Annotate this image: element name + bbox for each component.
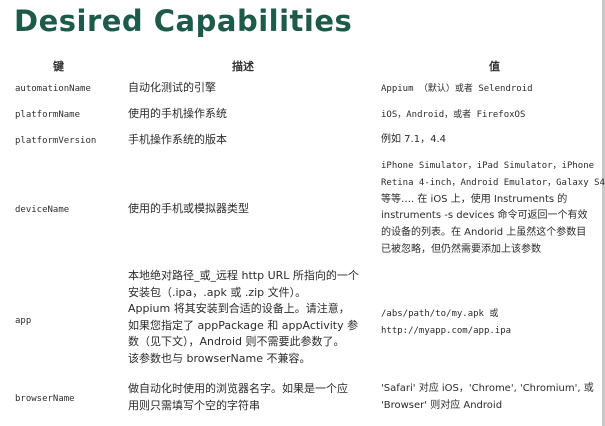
desc-line: Appium 将其安装到合适的设备上。请注意，	[128, 302, 350, 315]
page-title: Desired Capabilities	[14, 4, 353, 38]
desc-line: 手机操作系统的版本	[128, 133, 227, 146]
row-value-platform-version: 例如 7.1，4.4	[381, 132, 605, 149]
value-line: 的设备的列表。在 Andorid 上虽然这个参数目	[381, 227, 587, 239]
row-desc-automation-name: 自动化测试的引擎	[128, 80, 360, 97]
value-line: Appium （默认）或者 Selendroid	[381, 84, 533, 94]
desc-line: 使用的手机或模拟器类型	[128, 202, 249, 215]
value-line: iPhone Simulator，iPad Simulator，iPhone	[381, 161, 595, 171]
desc-line: 如果您指定了 appPackage 和 appActivity 参	[128, 318, 359, 332]
header-description: 描述	[232, 60, 254, 73]
row-key-browser-name: browserName	[15, 394, 75, 404]
row-value-automation-name: Appium （默认）或者 Selendroid	[381, 81, 605, 98]
desc-line: 数（见下文），Android 则不需要此参数了。	[128, 335, 345, 348]
row-value-app: /abs/path/to/my.apk 或 http://myapp.com/a…	[381, 306, 605, 340]
row-key-automation-name: automationName	[15, 84, 91, 94]
value-line: 已被忽略，但仍然需要添加上该参数	[381, 243, 541, 255]
row-desc-app: 本地绝对路径_或_远程 http URL 所指向的一个 安装包（.ipa，.ap…	[128, 268, 360, 367]
desc-line: 本地绝对路径_或_远程 http URL 所指向的一个	[128, 269, 359, 282]
desc-line: 做自动化时使用的浏览器名字。如果是一个应	[128, 382, 348, 395]
desc-line: 安装包（.ipa，.apk 或 .zip 文件）。	[128, 285, 307, 299]
value-line: 'Safari' 对应 iOS，'Chrome', 'Chromium', 或	[381, 383, 594, 394]
row-value-browser-name: 'Safari' 对应 iOS，'Chrome', 'Chromium', 或 …	[381, 381, 605, 415]
row-key-platform-version: platformVersion	[15, 136, 97, 146]
value-line: iOS，Android，或者 FirefoxOS	[381, 110, 526, 120]
row-desc-platform-version: 手机操作系统的版本	[128, 132, 360, 149]
row-key-app: app	[15, 316, 32, 326]
row-desc-browser-name: 做自动化时使用的浏览器名字。如果是一个应 用则只需填写个空的字符串	[128, 381, 360, 414]
row-desc-platform-name: 使用的手机操作系统	[128, 106, 360, 123]
row-desc-device-name: 使用的手机或模拟器类型	[128, 201, 360, 218]
desc-line: 自动化测试的引擎	[128, 81, 216, 94]
desc-line: 该参数也与 browserName 不兼容。	[128, 351, 311, 365]
desc-line: 用则只需填写个空的字符串	[128, 398, 260, 412]
header-key: 键	[53, 60, 64, 73]
value-line: Retina 4-inch，Android Emulator，Galaxy S4	[381, 177, 605, 188]
row-value-device-name: iPhone Simulator，iPad Simulator，iPhone R…	[381, 158, 605, 259]
slide-edge-divider	[602, 0, 605, 426]
row-key-device-name: deviceName	[15, 205, 70, 215]
value-line: 'Browser' 则对应 Android	[381, 399, 503, 411]
value-line: instruments -s devices 命令可返回一个有效	[381, 210, 588, 222]
header-value: 值	[489, 60, 500, 73]
desc-line: 使用的手机操作系统	[128, 107, 227, 120]
value-line: 等等…. 在 iOS 上，使用 Instruments 的	[381, 193, 568, 205]
row-key-platform-name: platformName	[15, 110, 81, 120]
value-line: /abs/path/to/my.apk 或	[381, 309, 499, 319]
row-value-platform-name: iOS，Android，或者 FirefoxOS	[381, 107, 605, 124]
value-line: 例如 7.1，4.4	[381, 134, 446, 145]
value-line: http://myapp.com/app.ipa	[381, 325, 512, 336]
